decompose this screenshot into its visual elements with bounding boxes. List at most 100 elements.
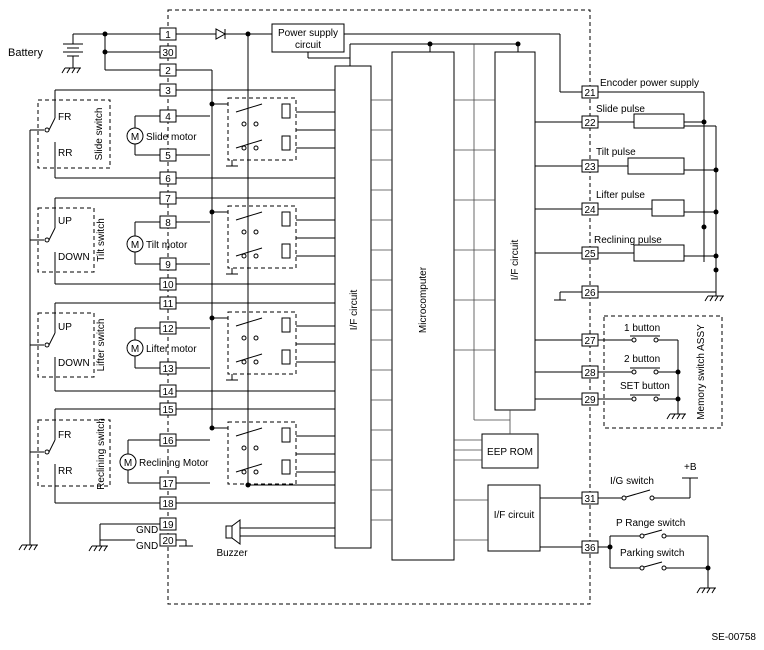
slide-switch-fr: FR <box>58 112 71 123</box>
encoder-power-label: Encoder power supply <box>600 78 699 89</box>
relay-slide <box>212 97 335 167</box>
reclining-motor-icon <box>119 453 137 471</box>
pin-10: 10 <box>162 280 174 291</box>
if-circuit-bottom-label: I/F circuit <box>494 510 535 521</box>
tilt-switch-group: UP DOWN Tilt switch M Tilt motor <box>30 197 210 285</box>
memory-switch-title: Memory switch ASSY <box>696 324 707 420</box>
ground-icon <box>61 67 81 74</box>
svg-text:M: M <box>131 344 139 355</box>
memory-switch-assy: Memory switch ASSY 1 button 2 button SET… <box>535 315 723 429</box>
pin-24: 24 <box>584 205 596 216</box>
lifter-motor-icon <box>126 339 144 357</box>
pin-36: 36 <box>584 543 596 554</box>
tilt-switch-label: Tilt switch <box>96 218 107 262</box>
pin-23: 23 <box>584 162 596 173</box>
battery-icon <box>63 34 83 68</box>
memory-button-1-label: 1 button <box>624 323 660 334</box>
tilt-switch-down: DOWN <box>58 252 90 263</box>
reclining-switch-group: FR RR Reclining switch M Reclining Motor <box>30 408 210 504</box>
pin-9: 9 <box>165 260 171 271</box>
reclining-encoder <box>633 244 685 262</box>
lifter-switch-group: UP DOWN Lifter switch M Lifter motor <box>30 302 210 392</box>
pin-11: 11 <box>163 299 174 310</box>
memory-set-button-label: SET button <box>620 381 670 392</box>
pin-16: 16 <box>162 436 174 447</box>
pin-21: 21 <box>584 88 596 99</box>
battery-label: Battery <box>8 47 43 59</box>
lifter-switch-label: Lifter switch <box>96 319 107 372</box>
slide-motor-icon <box>126 127 144 145</box>
buzzer-section: Buzzer <box>216 519 335 559</box>
relay-reclining <box>212 421 335 488</box>
lifter-encoder <box>651 199 685 217</box>
pin-27: 27 <box>584 336 596 347</box>
gnd-label-2: GND <box>136 541 158 552</box>
if-circuit-right: I/F circuit <box>494 51 536 411</box>
power-supply-box <box>271 23 345 53</box>
eeprom-label: EEP ROM <box>487 447 533 458</box>
pin-3: 3 <box>165 86 171 97</box>
parking-switch-label: Parking switch <box>620 548 684 559</box>
pin-29: 29 <box>584 395 596 406</box>
lifter-switch-down: DOWN <box>58 358 90 369</box>
pin-14: 14 <box>162 387 174 398</box>
pin-13: 13 <box>162 364 174 375</box>
reclining-pulse-label: Reclining pulse <box>594 235 662 246</box>
slide-switch-group: FR RR Slide switch M Slide motor <box>30 89 210 179</box>
if-circuit-left-label: I/F circuit <box>349 290 360 331</box>
if-circuit-left: I/F circuit <box>334 65 372 549</box>
figure-code: SE-00758 <box>712 632 757 643</box>
microcomputer-label: Microcomputer <box>418 266 429 333</box>
pin-1: 1 <box>165 30 171 41</box>
tilt-motor-label: Tilt motor <box>146 240 188 251</box>
relay-tilt <box>212 205 335 275</box>
ig-switch-section: I/G switch +B <box>540 462 698 501</box>
left-pins: 1 30 2 3 4 5 6 7 8 9 10 11 12 13 14 15 1… <box>159 27 177 547</box>
ig-switch-label: I/G switch <box>610 476 654 487</box>
svg-text:M: M <box>131 132 139 143</box>
pin-7: 7 <box>165 194 171 205</box>
lifter-motor-label: Lifter motor <box>146 344 197 355</box>
pin-22: 22 <box>584 118 596 129</box>
gnd-label-1: GND <box>136 525 158 536</box>
reclining-motor-label: Reclining Motor <box>139 458 209 469</box>
power-supply-line1: Power supply <box>278 28 338 39</box>
tilt-encoder <box>627 157 685 175</box>
diode-icon <box>215 28 227 40</box>
pin-5: 5 <box>165 151 171 162</box>
if-circuit-bottom: I/F circuit <box>487 484 541 552</box>
pin-12: 12 <box>162 324 174 335</box>
power-supply-line2: circuit <box>295 40 321 51</box>
pin-6: 6 <box>165 174 171 185</box>
pin-15: 15 <box>162 405 174 416</box>
if-circuit-right-label: I/F circuit <box>510 240 521 281</box>
buzzer-label: Buzzer <box>216 548 248 559</box>
pin-17: 17 <box>162 479 174 490</box>
relay-lifter <box>212 311 335 381</box>
tilt-pulse-label: Tilt pulse <box>596 147 636 158</box>
buzzer-icon <box>225 519 241 545</box>
eeprom-block: EEP ROM <box>481 433 539 469</box>
internal-bus <box>371 44 511 541</box>
reclining-switch-label: Reclining switch <box>96 418 107 490</box>
encoder-section: Encoder power supply Slide pulse Tilt pu… <box>535 78 724 302</box>
p-range-switch-label: P Range switch <box>616 518 685 529</box>
pin-19: 19 <box>162 520 174 531</box>
lifter-switch-up: UP <box>58 322 72 333</box>
pin-26: 26 <box>584 288 596 299</box>
battery-section: Battery Power supply circ <box>8 23 582 485</box>
memory-button-2-label: 2 button <box>624 354 660 365</box>
svg-text:M: M <box>124 458 132 469</box>
slide-encoder <box>633 113 685 129</box>
microcomputer-block: Microcomputer <box>391 51 455 561</box>
plus-b-label: +B <box>684 462 697 473</box>
pin-30: 30 <box>162 48 174 59</box>
slide-pulse-label: Slide pulse <box>596 104 645 115</box>
park-switch-section: P Range switch Parking switch <box>540 518 716 594</box>
pin-25: 25 <box>584 249 596 260</box>
pin-8: 8 <box>165 218 171 229</box>
svg-text:M: M <box>131 240 139 251</box>
slide-motor-label: Slide motor <box>146 132 197 143</box>
ecu-boundary <box>167 9 591 605</box>
